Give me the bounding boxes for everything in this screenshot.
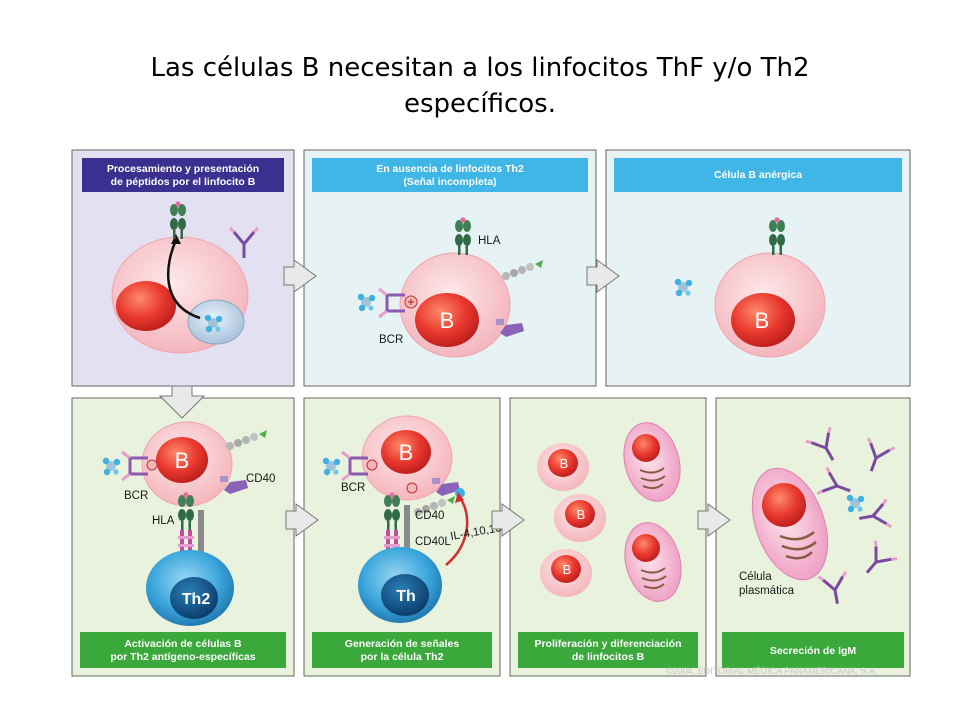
signals-cells: B BCR CD40 CD40L Th IL-4,10,13 [322, 415, 503, 623]
hla-label: HLA [478, 235, 501, 247]
panel-no-th2-header-line1: En ausencia de linfocitos Th2 [376, 163, 524, 175]
panel-processing-header [82, 158, 284, 192]
panel-proliferation-footer [518, 632, 698, 668]
plasma-label-line2: plasmática [739, 585, 795, 597]
page-title: Las células B necesitan a los linfocitos… [150, 53, 810, 119]
signals-cd40-label: CD40 [415, 510, 444, 522]
b-cell-no-th2: B HLA BCR [357, 217, 543, 358]
panel-anergic-header-text: Célula B anérgica [714, 169, 802, 181]
copyright-watermark: ©2004, EDITORIAL MÉDICA PANAMERICANA, S.… [666, 666, 878, 676]
signals-bcr-label: BCR [341, 482, 365, 494]
panel-processing-header-line1: Procesamiento y presentación [107, 163, 259, 175]
panel-signals-footer [312, 632, 492, 668]
b-cell-anergic: B [674, 217, 826, 358]
panel-signals-footer-line1: Generación de señales [345, 638, 460, 650]
activation-b-label: B [175, 448, 190, 473]
activation-bcr-label: BCR [124, 490, 148, 502]
activation-cells: B BCR CD40 HLA Th2 [102, 421, 275, 626]
panel-no-th2-header-line2: (Señal incompleta) [403, 176, 496, 188]
prolif-b2-label: B [577, 507, 586, 522]
panel-signals-footer-line2: por la célula Th2 [361, 651, 444, 663]
plasma-label-line1: Célula [739, 571, 772, 583]
prolif-b3-label: B [563, 562, 572, 577]
signals-cd40l-label: CD40L [415, 536, 451, 548]
activation-cd40-label: CD40 [246, 473, 275, 485]
arrow-down [158, 385, 206, 419]
panel-activation-footer-line2: por Th2 antígeno-específicas [110, 651, 255, 663]
b-cell-label: B [440, 308, 455, 333]
bcr-label: BCR [379, 334, 403, 346]
panel-activation-footer-line1: Activación de células B [124, 638, 242, 650]
panel-anergic-header [614, 158, 902, 192]
plasma-cell: Célula plasmática [739, 425, 899, 608]
prolif-b1-label: B [560, 456, 569, 471]
panel-activation-footer [80, 632, 286, 668]
panel-no-th2-header [312, 158, 588, 192]
anergic-b-label: B [755, 308, 770, 333]
activation-hla-label: HLA [152, 515, 175, 527]
panel-proliferation-footer-line1: Proliferación y diferenciación [534, 638, 681, 650]
panel-secretion-footer-text: Secreción de IgM [770, 645, 857, 657]
signals-th-label: Th [396, 588, 416, 605]
panel-proliferation-footer-line2: de linfocitos B [572, 651, 645, 663]
panel-secretion-footer [722, 632, 904, 668]
activation-th2-label: Th2 [182, 591, 211, 608]
panel-processing-header-line2: de péptidos por el linfocito B [111, 176, 256, 188]
proliferation-cells: B B B [537, 422, 682, 602]
b-cell-processing [111, 201, 260, 354]
signals-b-label: B [399, 440, 414, 465]
